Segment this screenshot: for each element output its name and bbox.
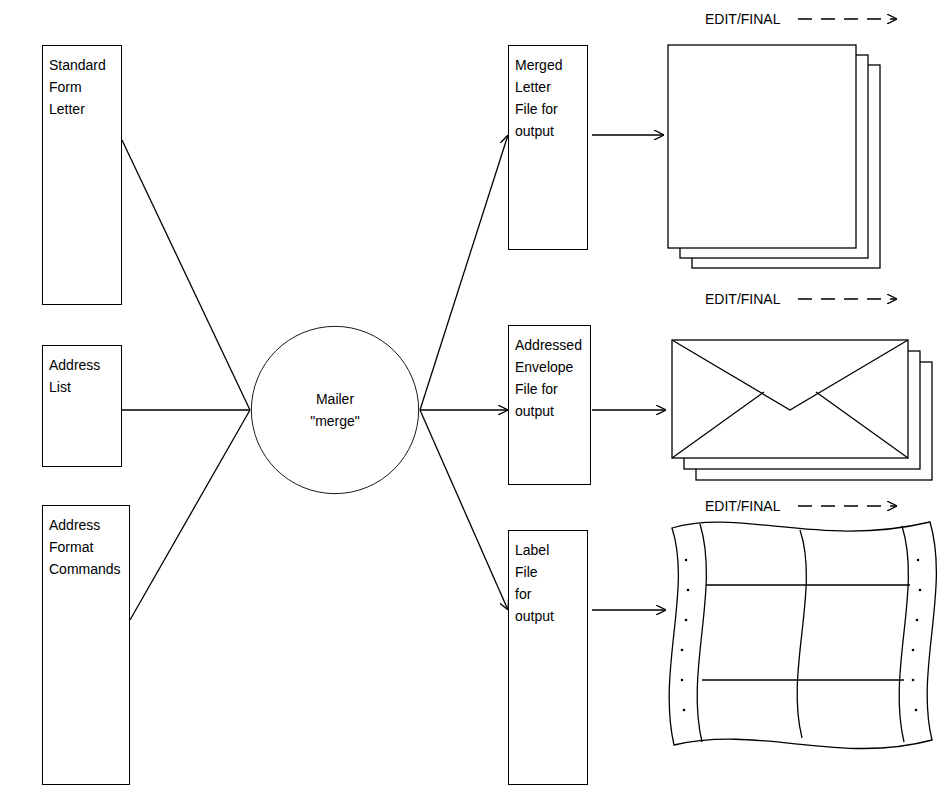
node-text: Mailer "merge" bbox=[310, 388, 360, 432]
output-arrow bbox=[592, 609, 666, 610]
output-arrow bbox=[592, 409, 666, 410]
edit-final-label: EDIT/FINAL bbox=[703, 10, 782, 28]
process-circle: Mailer "merge" bbox=[250, 325, 420, 495]
circle-outline bbox=[250, 325, 420, 495]
dashed-arrow bbox=[798, 505, 897, 506]
edit-final-label: EDIT/FINAL bbox=[703, 290, 782, 308]
connector bbox=[122, 409, 250, 410]
output-file-box: Label File for output bbox=[508, 530, 588, 785]
dashed-arrow bbox=[798, 18, 897, 19]
connector bbox=[122, 140, 250, 410]
envelopes bbox=[672, 340, 932, 480]
node-text: Merged Letter File for output bbox=[515, 54, 562, 142]
sprocket-holes bbox=[681, 559, 922, 712]
node-text: Address Format Commands bbox=[49, 514, 121, 580]
node-text: Label File for output bbox=[515, 539, 554, 627]
letter-pages bbox=[668, 45, 880, 268]
output-arrow bbox=[592, 134, 664, 135]
node-text: Standard Form Letter bbox=[49, 54, 106, 120]
connector bbox=[420, 135, 508, 410]
output-file-box: Addressed Envelope File for output bbox=[508, 325, 591, 485]
label-sheet bbox=[669, 522, 936, 749]
output-file-box: Merged Letter File for output bbox=[508, 45, 588, 250]
connector bbox=[420, 410, 508, 610]
input-box: Address Format Commands bbox=[42, 505, 130, 785]
input-box: Standard Form Letter bbox=[42, 45, 122, 305]
connector bbox=[420, 409, 508, 410]
edit-final-label: EDIT/FINAL bbox=[703, 497, 782, 515]
node-text: Address List bbox=[49, 354, 100, 398]
node-text: Addressed Envelope File for output bbox=[515, 334, 582, 422]
connector bbox=[130, 410, 250, 620]
input-box: Address List bbox=[42, 345, 122, 467]
dashed-arrow bbox=[798, 298, 897, 299]
